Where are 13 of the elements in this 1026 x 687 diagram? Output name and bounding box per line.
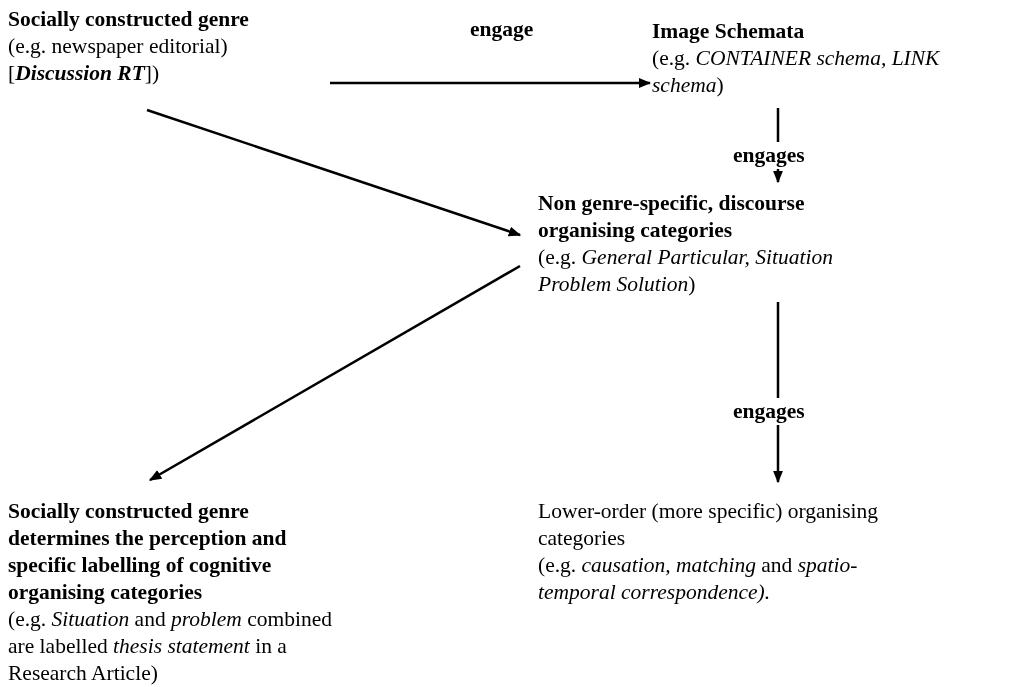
- node-description: (e.g. General Particular, Situation Problem Solution): [538, 244, 834, 298]
- node-heading: Image Schemata: [652, 18, 806, 45]
- edge-label: engages: [733, 142, 805, 169]
- edge-label: engages: [733, 398, 805, 425]
- arrow: [330, 78, 652, 88]
- node-description: (e.g. causation, matching and spatio-temporal correspondence).: [538, 552, 859, 606]
- node-heading: Non genre-specific, discourse organising categories: [538, 190, 806, 244]
- node-description: (e.g. newspaper editorial) [Discussion RT]): [8, 33, 229, 87]
- node-description: (e.g. CONTAINER schema, LINK schema): [652, 45, 941, 99]
- node-heading: Socially constructed genre: [8, 6, 250, 33]
- arrow: [146, 108, 522, 237]
- arrow: [148, 264, 521, 482]
- node-description: (e.g. Situation and problem combined are labelled thesis statement in a Research Article): [8, 606, 334, 687]
